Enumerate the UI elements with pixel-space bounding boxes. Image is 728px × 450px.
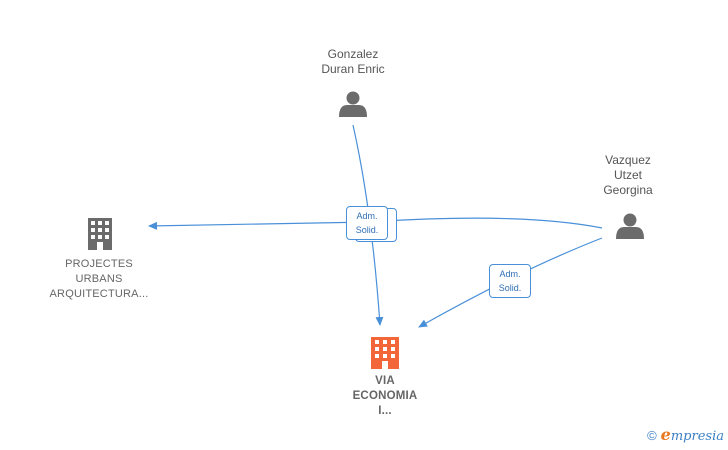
- person-node-gonzalez[interactable]: Gonzalez Duran Enric: [303, 47, 403, 77]
- company-name-line: ARQUITECTURA...: [49, 288, 149, 300]
- role-badge-center[interactable]: Adm. Solid.: [346, 206, 388, 240]
- building-icon[interactable]: [371, 337, 399, 369]
- role-badge-line: Adm.: [499, 269, 521, 279]
- company-name-line: VIA: [375, 375, 395, 387]
- company-name-line: PROJECTES: [65, 258, 133, 270]
- person-name-line: Vazquez: [605, 153, 651, 167]
- role-badge-right[interactable]: Adm. Solid.: [489, 264, 531, 298]
- empresia-brand: ©empresia: [647, 425, 724, 444]
- company-name-line: ECONOMIA: [352, 390, 418, 402]
- role-badge-line: Solid.: [355, 225, 379, 235]
- role-badge-line: Solid.: [498, 283, 522, 293]
- brand-initial: e: [660, 425, 671, 444]
- person-name-line: Georgina: [603, 183, 653, 197]
- person-name-line: Utzet: [613, 168, 642, 182]
- person-node-vazquez[interactable]: Vazquez Utzet Georgina: [583, 153, 673, 198]
- company-node-via[interactable]: VIA ECONOMIA I...: [335, 374, 435, 419]
- person-name-line: Gonzalez: [327, 47, 379, 61]
- person-icon[interactable]: [339, 91, 367, 118]
- role-badge-line: Adm.: [356, 211, 378, 221]
- building-icon[interactable]: [88, 218, 112, 250]
- person-icon[interactable]: [616, 213, 644, 240]
- company-name-line: URBANS: [75, 273, 123, 285]
- brand-name: mpresia: [670, 429, 724, 444]
- person-name-line: Duran Enric: [321, 62, 385, 76]
- company-name-line: I...: [378, 405, 392, 417]
- copyright-symbol: ©: [647, 428, 657, 443]
- edge-to-projectes: [148, 221, 371, 230]
- company-node-projectes[interactable]: PROJECTES URBANS ARQUITECTURA...: [38, 257, 160, 302]
- edge-vazquez-to-projectes: [369, 217, 603, 229]
